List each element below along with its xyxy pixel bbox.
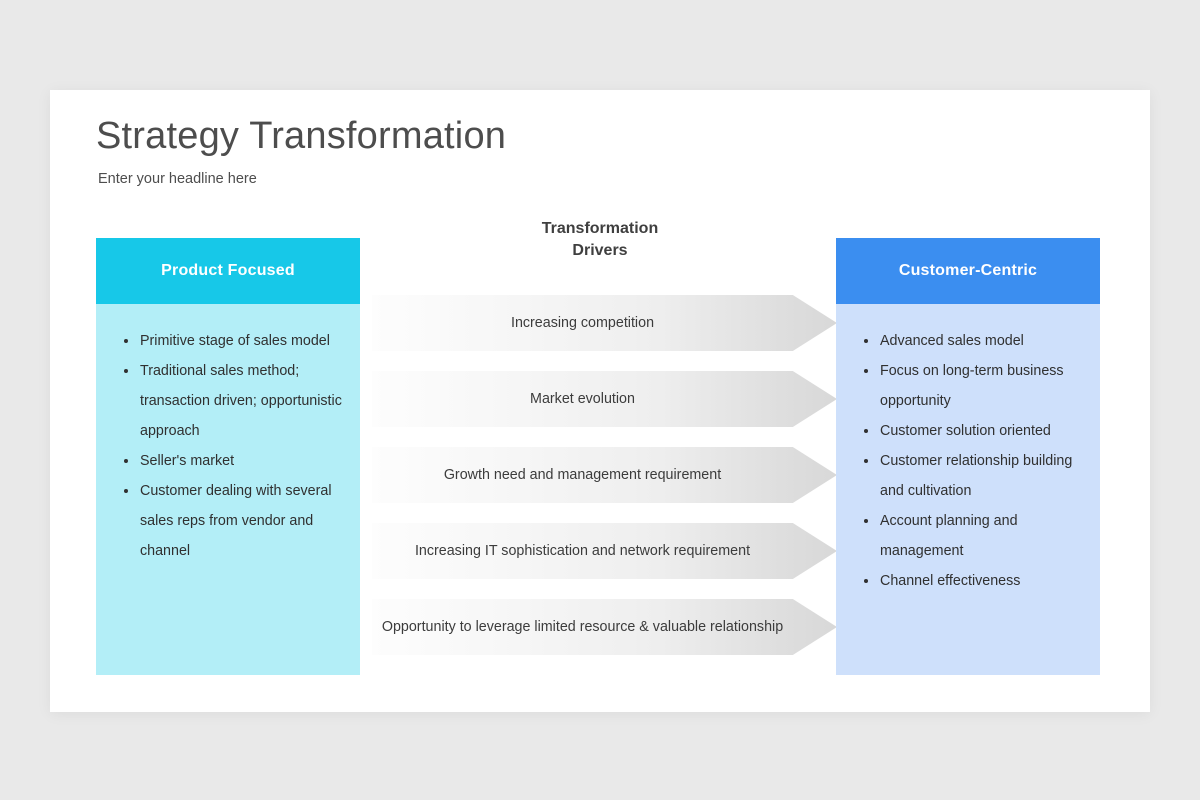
arrow-right-icon	[372, 523, 837, 579]
drivers-heading-line-2: Drivers	[572, 242, 628, 259]
transformation-drivers-heading: Transformation Drivers	[470, 218, 730, 262]
driver-arrow-label: Growth need and management requirement	[443, 467, 722, 483]
list-item: Focus on long-term business opportunity	[850, 356, 1086, 416]
customer-centric-header: Customer-Centric	[836, 238, 1100, 304]
driver-arrow-label: Increasing IT sophistication and network…	[414, 543, 751, 559]
list-item: Seller's market	[110, 446, 346, 476]
arrow-right-icon	[372, 599, 837, 655]
list-item: Primitive stage of sales model	[110, 326, 346, 356]
driver-arrow-label: Opportunity to leverage limited resource…	[381, 619, 784, 635]
arrow-right-icon	[372, 295, 837, 351]
driver-arrow[interactable]: Increasing IT sophistication and network…	[372, 523, 837, 579]
driver-arrow[interactable]: Growth need and management requirement	[372, 447, 837, 503]
list-item: Account planning and management	[850, 506, 1086, 566]
list-item: Advanced sales model	[850, 326, 1086, 356]
page-title: Strategy Transformation	[96, 115, 507, 157]
slide-card: Strategy Transformation Enter your headl…	[50, 90, 1150, 712]
list-item: Customer relationship building and culti…	[850, 446, 1086, 506]
driver-arrow[interactable]: Increasing competition	[372, 295, 837, 351]
list-item: Channel effectiveness	[850, 566, 1086, 596]
list-item: Traditional sales method; transaction dr…	[110, 356, 346, 446]
driver-arrow[interactable]: Opportunity to leverage limited resource…	[372, 599, 837, 655]
list-item: Customer solution oriented	[850, 416, 1086, 446]
driver-arrow-label: Market evolution	[530, 391, 635, 407]
arrow-right-icon	[372, 447, 837, 503]
product-focused-header: Product Focused	[96, 238, 360, 304]
driver-arrow[interactable]: Market evolution	[372, 371, 837, 427]
drivers-heading-line-1: Transformation	[541, 220, 659, 237]
driver-arrow-label: Increasing competition	[510, 315, 655, 331]
list-item: Customer dealing with several sales reps…	[110, 476, 346, 566]
product-focused-column: Product Focused Primitive stage of sales…	[96, 238, 360, 675]
page-subtitle: Enter your headline here	[98, 171, 257, 187]
arrow-right-icon	[372, 371, 837, 427]
